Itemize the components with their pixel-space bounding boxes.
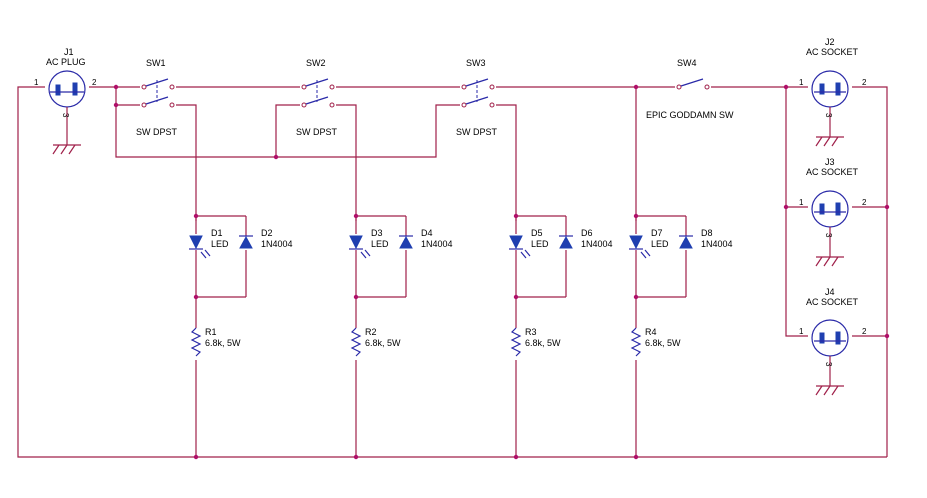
j3-pin3: 3 (824, 233, 833, 238)
j3-value: AC SOCKET (806, 167, 859, 177)
d4-value: 1N4004 (421, 239, 453, 249)
sw1-value: SW DPST (136, 127, 178, 137)
j3-ref: J3 (825, 157, 835, 167)
sw1-ref: SW1 (146, 58, 166, 68)
d1-ref: D1 (211, 228, 223, 238)
plug-pin3: 3 (61, 113, 70, 118)
diode-symbol (679, 235, 693, 249)
resistor-symbol (350, 327, 362, 357)
sw2-value: SW DPST (296, 127, 338, 137)
r2-ref: R2 (365, 327, 377, 337)
stage-1 (189, 215, 253, 457)
d6-value: 1N4004 (581, 239, 613, 249)
sw3-ref: SW3 (466, 58, 486, 68)
resistor-symbol (510, 327, 522, 357)
ac-socket-j4 (811, 319, 849, 396)
j4-pin2: 2 (862, 327, 867, 336)
j2-value: AC SOCKET (806, 47, 859, 57)
plug-pin1: 1 (34, 78, 39, 87)
r3-value: 6.8k, 5W (525, 338, 561, 348)
d5-value: LED (531, 239, 549, 249)
d3-ref: D3 (371, 228, 383, 238)
switch-sw1 (141, 78, 175, 108)
d8-value: 1N4004 (701, 239, 733, 249)
diode-symbol (399, 235, 413, 249)
j3-pin1: 1 (799, 198, 804, 207)
diode-symbol (239, 235, 253, 249)
d2-value: 1N4004 (261, 239, 293, 249)
wires (17, 86, 888, 458)
j2-pin2: 2 (862, 78, 867, 87)
j4-pin1: 1 (799, 327, 804, 336)
plug-value: AC PLUG (46, 57, 86, 67)
ac-plug-j1 (48, 70, 86, 155)
led-symbol (509, 235, 531, 259)
r1-ref: R1 (205, 327, 217, 337)
diode-symbol (559, 235, 573, 249)
d2-ref: D2 (261, 228, 273, 238)
j3-pin2: 2 (862, 198, 867, 207)
sw4-value: EPIC GODDAMN SW (646, 110, 734, 120)
r1-value: 6.8k, 5W (205, 338, 241, 348)
j4-value: AC SOCKET (806, 297, 859, 307)
switch-sw3 (461, 78, 495, 108)
d8-ref: D8 (701, 228, 713, 238)
r3-ref: R3 (525, 327, 537, 337)
stage-4 (629, 215, 693, 457)
plug-ref: J1 (64, 47, 74, 57)
ac-socket-j2 (811, 70, 849, 147)
r4-value: 6.8k, 5W (645, 338, 681, 348)
j4-ref: J4 (825, 287, 835, 297)
d7-ref: D7 (651, 228, 663, 238)
sw2-ref: SW2 (306, 58, 326, 68)
plug-pin2: 2 (92, 78, 97, 87)
led-symbol (189, 235, 211, 259)
j2-pin3: 3 (824, 113, 833, 118)
d6-ref: D6 (581, 228, 593, 238)
switch-sw2 (301, 78, 335, 108)
j4-pin3: 3 (824, 362, 833, 367)
d3-value: LED (371, 239, 389, 249)
stage-2 (349, 215, 413, 457)
led-symbol (629, 235, 651, 259)
r4-ref: R4 (645, 327, 657, 337)
resistor-symbol (190, 327, 202, 357)
r2-value: 6.8k, 5W (365, 338, 401, 348)
stage-3 (509, 215, 573, 457)
d1-value: LED (211, 239, 229, 249)
j2-pin1: 1 (799, 78, 804, 87)
switch-sw4 (676, 78, 710, 90)
d5-ref: D5 (531, 228, 543, 238)
sw4-ref: SW4 (677, 58, 697, 68)
junctions (113, 84, 890, 460)
sw3-value: SW DPST (456, 127, 498, 137)
ac-socket-j3 (811, 190, 849, 267)
d7-value: LED (651, 239, 669, 249)
led-symbol (349, 235, 371, 259)
d4-ref: D4 (421, 228, 433, 238)
resistor-symbol (630, 327, 642, 357)
j2-ref: J2 (825, 37, 835, 47)
